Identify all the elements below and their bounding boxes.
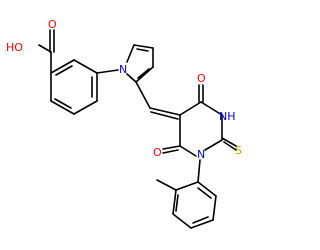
bond — [204, 139, 223, 151]
nh-label: NH — [219, 110, 236, 123]
bond — [135, 81, 151, 109]
aryl-nitrogen-bond — [96, 69, 119, 74]
bottom-carbonyl-oxygen-label: O — [153, 146, 162, 159]
carboxylic-acid-group: HO O — [6, 18, 57, 74]
carbonyl-double-bond — [162, 145, 181, 150]
bond — [50, 59, 75, 74]
molecule-diagram: HO O N O NH S N — [6, 18, 242, 229]
thione-double-bond — [223, 141, 237, 151]
double-bond-inner — [197, 187, 212, 199]
methylidene-linker — [135, 81, 181, 120]
thiobarbiturate-ring: O NH S N O — [153, 72, 242, 161]
bond — [197, 181, 217, 197]
bond — [190, 219, 214, 229]
double-bond-inner — [136, 48, 149, 52]
hydroxyl-label: HO — [6, 41, 23, 54]
bond — [50, 100, 75, 115]
top-carbonyl-oxygen-label: O — [197, 72, 206, 85]
bond — [135, 66, 154, 83]
double-bond — [150, 111, 179, 120]
bond — [175, 181, 199, 191]
carbonyl-double-bond — [162, 149, 179, 154]
pyrrole-ring: N — [119, 44, 154, 83]
bond — [38, 44, 52, 53]
bond — [179, 101, 202, 116]
structure-canvas: HO O N O NH S N — [6, 18, 242, 229]
thione-sulfur-label: S — [235, 144, 242, 157]
pyrrole-nitrogen-label: N — [119, 63, 127, 76]
bond — [126, 73, 137, 83]
double-bond-inner — [192, 216, 209, 224]
bond — [179, 145, 197, 157]
bond — [200, 101, 223, 116]
bond — [126, 44, 135, 63]
double-bond-inner — [55, 65, 73, 76]
thione-double-bond — [221, 137, 237, 147]
methyl-bond — [156, 179, 177, 191]
double-bond-inner — [137, 68, 150, 79]
double-bond-inner — [175, 194, 179, 212]
bond — [212, 195, 217, 221]
bond — [172, 189, 177, 215]
bond — [73, 100, 98, 115]
bond — [149, 107, 181, 116]
bond — [172, 213, 192, 229]
acid-carbonyl-oxygen-label: O — [48, 18, 57, 31]
benzoic-acid-ring — [50, 59, 98, 115]
bond — [73, 59, 98, 74]
tolyl-ring — [156, 179, 217, 229]
ring-nitrogen-label: N — [197, 148, 205, 161]
double-bond-inner — [54, 98, 72, 109]
nitrogen-tolyl-bond — [197, 159, 201, 183]
bond — [133, 44, 154, 49]
